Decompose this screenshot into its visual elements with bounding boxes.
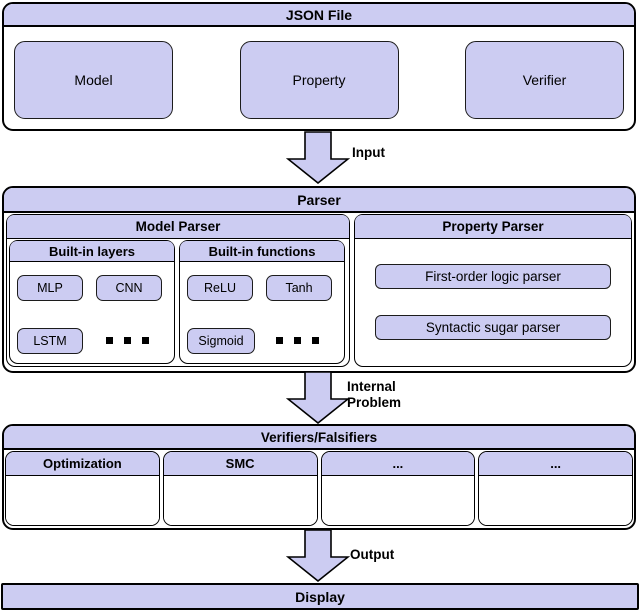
cnn-chip: CNN <box>96 275 162 301</box>
parser-header: Parser <box>4 188 634 213</box>
built-in-layers-body: MLP CNN LSTM <box>10 262 174 363</box>
built-in-functions-body: ReLU Tanh Sigmoid <box>180 262 344 363</box>
built-in-layers-box: Built-in layers MLP CNN LSTM <box>9 240 175 364</box>
input-arrow-icon <box>286 131 350 184</box>
output-arrow-icon <box>286 529 350 582</box>
lstm-chip: LSTM <box>17 328 83 354</box>
verifiers-falsifiers-header: Verifiers/Falsifiers <box>4 426 634 450</box>
parser-box: Parser Model Parser Built-in layers MLP … <box>2 186 636 373</box>
ellipsis-2-header: ... <box>479 452 632 476</box>
ellipsis-1-body <box>321 476 475 525</box>
syntactic-sugar-parser-bar: Syntactic sugar parser <box>375 315 611 340</box>
ellipsis-2-body <box>479 476 632 525</box>
verifiers-falsifiers-box: Verifiers/Falsifiers Optimization SMC ..… <box>2 424 636 530</box>
property-parser-header: Property Parser <box>355 215 631 239</box>
internal-label-line2: Problem <box>347 395 402 410</box>
model-parser-body: Built-in layers MLP CNN LSTM Built-in fu… <box>7 239 349 366</box>
built-in-functions-header: Built-in functions <box>180 241 344 262</box>
built-in-layers-header: Built-in layers <box>10 241 174 262</box>
display-bar: Display <box>1 583 639 610</box>
smc-body <box>163 476 317 525</box>
internal-problem-arrow-icon <box>286 372 350 424</box>
internal-label-line1: Internal <box>347 379 396 394</box>
property-parser-box: Property Parser First-order logic parser… <box>354 214 632 367</box>
json-file-header: JSON File <box>4 4 634 27</box>
verifier-column-ellipsis-1: ... <box>320 451 476 526</box>
functions-ellipsis-dots <box>276 337 319 344</box>
verifier-box: Verifier <box>465 41 624 119</box>
property-box: Property <box>239 41 399 119</box>
internal-problem-arrow-label: Internal Problem <box>347 379 401 411</box>
layers-ellipsis-dots <box>106 337 149 344</box>
property-parser-body: First-order logic parser Syntactic sugar… <box>355 239 631 366</box>
model-box: Model <box>14 41 173 119</box>
parser-body: Model Parser Built-in layers MLP CNN LST… <box>4 213 634 369</box>
optimization-body <box>6 476 159 525</box>
verifiers-falsifiers-body: Optimization SMC ... ... <box>4 450 634 528</box>
model-parser-box: Model Parser Built-in layers MLP CNN LST… <box>6 214 350 367</box>
output-arrow-label: Output <box>350 547 395 562</box>
tanh-chip: Tanh <box>266 275 332 301</box>
json-file-box: JSON File Model Property Verifier <box>2 2 636 131</box>
sigmoid-chip: Sigmoid <box>187 328 255 354</box>
smc-header: SMC <box>163 452 317 476</box>
json-file-body: Model Property Verifier <box>4 27 634 133</box>
verifier-column-smc: SMC <box>162 451 318 526</box>
model-parser-header: Model Parser <box>7 215 349 239</box>
first-order-logic-parser-bar: First-order logic parser <box>375 264 611 289</box>
input-arrow-label: Input <box>352 145 385 160</box>
optimization-header: Optimization <box>6 452 159 476</box>
verifier-column-ellipsis-2: ... <box>478 451 633 526</box>
mlp-chip: MLP <box>17 275 83 301</box>
built-in-functions-box: Built-in functions ReLU Tanh Sigmoid <box>179 240 345 364</box>
ellipsis-1-header: ... <box>321 452 475 476</box>
relu-chip: ReLU <box>187 275 253 301</box>
verifier-column-optimization: Optimization <box>5 451 160 526</box>
